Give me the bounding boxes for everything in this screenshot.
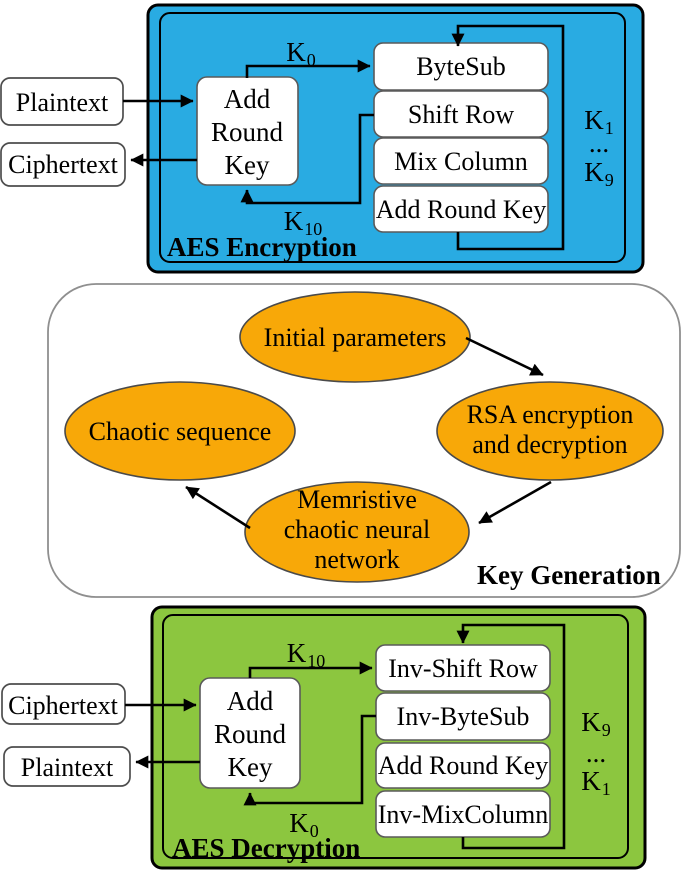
memristive-label-line3: network (314, 545, 399, 574)
decryption-inner-frame (162, 614, 629, 859)
key-generation-frame (47, 283, 681, 598)
encryption-section-title: AES Encryption (167, 232, 357, 262)
enc-round-loop-arrow (451, 24, 565, 251)
initial-to-rsa-arrow (465, 336, 544, 377)
dec-step-addroundkey-box (375, 742, 551, 789)
aes-encryption-section: Plaintext Ciphertext Add Round Key ByteS… (0, 3, 645, 274)
memristive-to-chaotic-arrow (185, 485, 251, 530)
enc-k10-feedback-arrow (240, 113, 374, 205)
enc-key-in-label: K0 (286, 37, 316, 70)
decryption-section-title: AES Decryption (172, 833, 360, 863)
rsa-label-line1: RSA encryption (467, 400, 634, 429)
key-generation-section: Initial parameters RSA encryption and de… (47, 283, 681, 598)
dec-step-invbytesub-label: Inv-ByteSub (397, 702, 530, 731)
dec-loop-key-first-label: K9 (581, 707, 611, 740)
dec-loop-key-dots: ... (586, 738, 606, 768)
dec-step-addroundkey-label: Add Round Key (378, 751, 548, 780)
ciphertext-box (0, 142, 126, 187)
enc-loop-key-first-label: K1 (584, 105, 614, 138)
dec-k0-feedback-arrow (243, 714, 376, 806)
rsa-node (436, 381, 664, 481)
dec-step-invshiftrow-label: Inv-Shift Row (388, 654, 538, 683)
memristive-node (244, 481, 470, 583)
enc-loop-key-last-label: K9 (584, 157, 614, 190)
dec-key-in-label: K10 (287, 638, 326, 671)
enc-step-shiftrow-label: Shift Row (408, 100, 514, 129)
enc-step-addroundkey-label: Add Round Key (376, 195, 546, 224)
dec-round-loop-arrow (456, 623, 566, 850)
enc-ark-line1: Add (224, 84, 271, 114)
plaintext-label: Plaintext (16, 88, 109, 117)
rsa-label-line2: and decryption (472, 430, 627, 459)
enc-step-addroundkey-box (373, 185, 549, 233)
dec-key-out-label: K0 (289, 808, 319, 841)
dec-plaintext-box (3, 746, 131, 787)
memristive-label-line1: Memristive (297, 485, 417, 514)
memristive-label-line2: chaotic neural (284, 515, 431, 544)
dec-k10-arrow (248, 661, 373, 678)
encryption-inner-frame (159, 12, 626, 263)
dec-loop-key-last-label: K1 (581, 766, 611, 799)
dec-ark-line3: Key (228, 752, 273, 782)
dec-ciphertext-label: Ciphertext (8, 691, 119, 720)
dec-ark-line2: Round (214, 719, 287, 749)
enc-step-mixcolumn-box (373, 137, 549, 185)
ciphertext-label: Ciphertext (8, 150, 119, 179)
enc-k0-arrow (245, 59, 371, 78)
dec-ark-line1: Add (227, 686, 274, 716)
enc-step-mixcolumn-label: Mix Column (394, 147, 528, 176)
rsa-to-memristive-arrow (478, 480, 552, 525)
enc-ark-line2: Round (211, 117, 284, 147)
enc-loop-key-dots: ... (589, 128, 609, 158)
initial-parameters-node (239, 291, 471, 383)
enc-ark-line3: Key (225, 150, 270, 180)
enc-key-out-label: K10 (284, 206, 323, 239)
enc-step-bytesub-label: ByteSub (416, 52, 506, 81)
chaotic-sequence-node (64, 381, 296, 481)
chaotic-sequence-label: Chaotic sequence (89, 417, 272, 446)
dec-plaintext-label: Plaintext (21, 753, 114, 782)
dec-step-invmixcolumn-label: Inv-MixColumn (378, 800, 548, 829)
aes-decryption-section: Ciphertext Plaintext Add Round Key Inv-S… (1, 605, 647, 870)
dec-step-invshiftrow-box (375, 644, 551, 692)
key-generation-section-title: Key Generation (477, 560, 661, 590)
initial-parameters-label: Initial parameters (264, 323, 447, 352)
